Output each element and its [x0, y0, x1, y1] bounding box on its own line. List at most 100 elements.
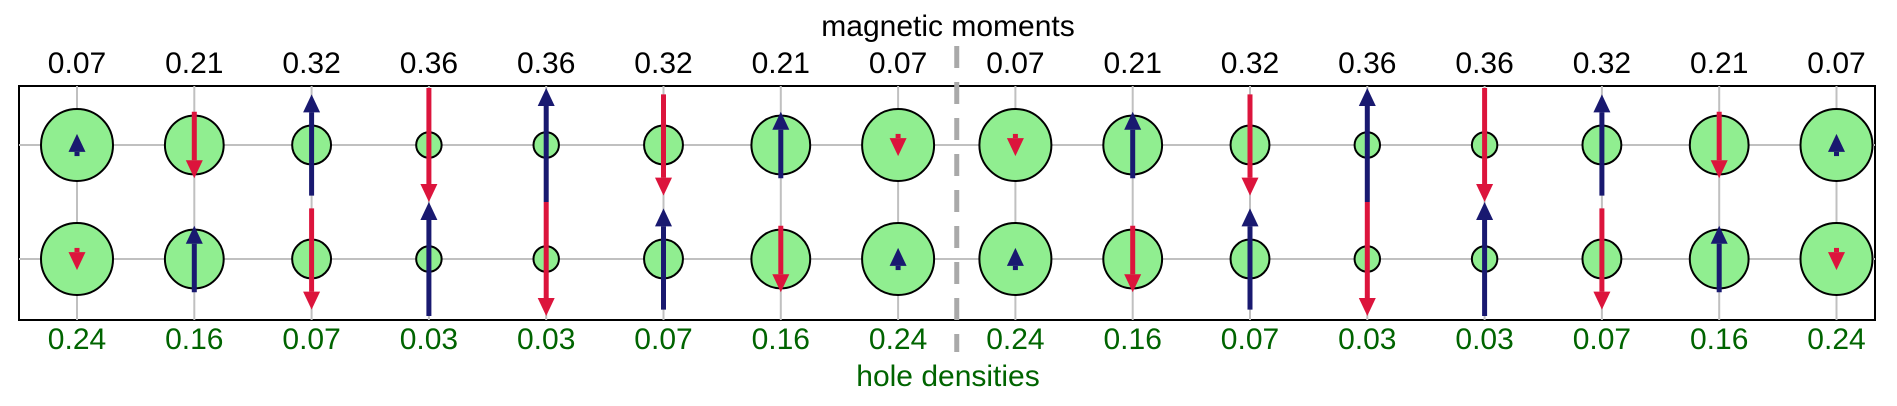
- lattice-site: [1688, 225, 1750, 293]
- bottom-title: hole densities: [856, 360, 1039, 393]
- lattice-site: [1353, 88, 1382, 202]
- lattice-site: [1581, 208, 1623, 310]
- arrow-down-icon: [1476, 184, 1494, 202]
- magnetic-moment-label: 0.32: [1573, 47, 1631, 80]
- lattice-site: [1688, 111, 1750, 179]
- lattice-site: [1229, 208, 1271, 310]
- hole-density-label: 0.24: [48, 323, 106, 356]
- arrow-up-icon: [772, 111, 790, 130]
- arrow-up-icon: [68, 133, 86, 152]
- magnetic-moment-label: 0.36: [1455, 47, 1513, 80]
- lattice-site: [978, 108, 1053, 182]
- lattice-sites: [40, 88, 1874, 316]
- lattice-site: [643, 94, 684, 196]
- lattice-site: [415, 202, 443, 316]
- lattice-site: [1799, 222, 1874, 296]
- magnetic-moment-label: 0.32: [634, 47, 692, 80]
- arrow-up-icon: [1593, 94, 1611, 113]
- arrow-up-icon: [1006, 247, 1024, 266]
- lattice-site: [1102, 111, 1164, 179]
- lattice-site: [1799, 108, 1874, 182]
- lattice-site: [861, 222, 936, 296]
- hole-density-label: 0.16: [165, 323, 223, 356]
- arrow-down-icon: [1241, 177, 1259, 196]
- hole-density-label: 0.03: [400, 323, 458, 356]
- magnetic-moment-label: 0.36: [1338, 47, 1396, 80]
- lattice-site: [291, 208, 333, 310]
- lattice-site: [861, 108, 936, 182]
- hole-density-label: 0.16: [752, 323, 810, 356]
- magnetic-moment-label: 0.07: [869, 47, 927, 80]
- lattice-site: [978, 222, 1053, 296]
- magnetic-moment-label: 0.07: [1807, 47, 1865, 80]
- arrow-up-icon: [1124, 111, 1142, 130]
- arrow-down-icon: [185, 160, 203, 179]
- lattice-site: [415, 88, 443, 202]
- arrow-up-icon: [420, 202, 438, 220]
- hole-density-labels: 0.24 0.16 0.07 0.03 0.03 0.07 0.16 0.24 0.24 0.16…: [48, 323, 1866, 356]
- arrow-down-icon: [772, 274, 790, 293]
- hole-density-label: 0.07: [1221, 323, 1279, 356]
- arrow-down-icon: [655, 177, 672, 196]
- magnetic-moment-label: 0.21: [1104, 47, 1162, 80]
- hole-density-label: 0.16: [1104, 323, 1162, 356]
- arrow-down-icon: [303, 291, 321, 310]
- lattice-site: [1470, 202, 1499, 316]
- lattice-site: [643, 208, 684, 310]
- lattice-site: [532, 202, 560, 316]
- arrow-up-icon: [1476, 202, 1494, 220]
- arrow-down-icon: [1358, 298, 1376, 316]
- hole-density-label: 0.03: [517, 323, 575, 356]
- hole-density-label: 0.16: [1690, 323, 1748, 356]
- hole-density-label: 0.24: [986, 323, 1044, 356]
- magnetic-moment-label: 0.32: [282, 47, 340, 80]
- hole-density-label: 0.03: [1338, 323, 1396, 356]
- arrow-down-icon: [889, 138, 907, 157]
- magnetic-moment-label: 0.21: [752, 47, 810, 80]
- lattice-site: [1102, 225, 1164, 293]
- lattice-site: [40, 108, 114, 182]
- arrow-up-icon: [303, 94, 321, 113]
- arrow-up-icon: [537, 88, 555, 106]
- lattice-site: [1353, 202, 1382, 316]
- arrow-up-icon: [1241, 208, 1259, 227]
- hole-density-label: 0.24: [869, 323, 927, 356]
- arrow-down-icon: [1124, 274, 1142, 293]
- hole-density-label: 0.03: [1455, 323, 1513, 356]
- lattice-site: [1581, 94, 1623, 196]
- lattice-grid: [19, 86, 1875, 320]
- magnetic-moment-label: 0.21: [1690, 47, 1748, 80]
- arrow-up-icon: [655, 208, 672, 227]
- magnetic-moment-label: 0.36: [400, 47, 458, 80]
- magnetic-moment-label: 0.32: [1221, 47, 1279, 80]
- top-title: magnetic moments: [821, 10, 1074, 43]
- arrow-up-icon: [1828, 133, 1845, 152]
- lattice-site: [750, 111, 812, 179]
- arrow-up-icon: [889, 247, 907, 266]
- lattice-site: [750, 225, 812, 293]
- arrow-up-icon: [185, 225, 203, 244]
- magnetic-moment-label: 0.07: [48, 47, 106, 80]
- lattice-site: [1470, 88, 1499, 202]
- arrow-down-icon: [1006, 138, 1024, 157]
- plot-frame: [18, 85, 1876, 321]
- hole-density-label: 0.07: [282, 323, 340, 356]
- arrow-down-icon: [68, 252, 86, 271]
- arrow-down-icon: [537, 298, 555, 316]
- arrow-down-icon: [420, 184, 438, 202]
- hole-density-label: 0.07: [1573, 323, 1631, 356]
- arrow-down-icon: [1593, 291, 1611, 310]
- arrow-down-icon: [1828, 252, 1845, 271]
- arrow-up-icon: [1710, 225, 1728, 244]
- arrow-up-icon: [1358, 88, 1376, 106]
- lattice-site: [163, 111, 225, 179]
- magnetic-moment-label: 0.36: [517, 47, 575, 80]
- lattice-site: [532, 88, 560, 202]
- lattice-site: [163, 225, 225, 293]
- arrow-down-icon: [1710, 160, 1728, 179]
- lattice-site: [291, 94, 333, 196]
- hole-density-label: 0.24: [1807, 323, 1865, 356]
- lattice-site: [1229, 94, 1271, 196]
- hole-density-label: 0.07: [634, 323, 692, 356]
